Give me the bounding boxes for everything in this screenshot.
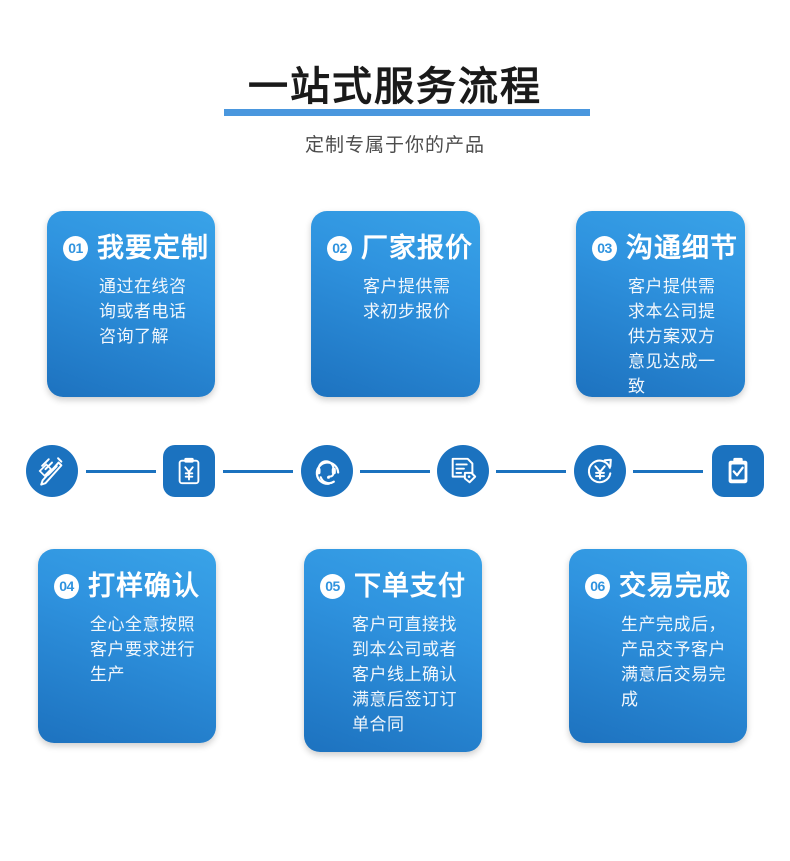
- page-subtitle: 定制专属于你的产品: [304, 135, 485, 156]
- title-underline-bar: [224, 109, 590, 116]
- step-card-06[interactable]: 06 交易完成 生产完成后，产品交予客户满意后交易完成: [569, 549, 747, 743]
- step-title: 打样确认: [88, 571, 200, 601]
- step-body: 全心全意按照客户要求进行生产: [90, 615, 195, 684]
- document-tag-icon[interactable]: [437, 445, 489, 497]
- step-card-header: 04 打样确认: [38, 549, 216, 601]
- step-body: 客户可直接找到本公司或者客户线上确认满意后签订订单合同: [352, 615, 457, 734]
- step-number-badge: 01: [63, 235, 88, 261]
- step-card-header: 05 下单支付: [304, 549, 482, 601]
- connector-line: [223, 470, 293, 473]
- step-title: 下单支付: [354, 571, 466, 601]
- step-title: 沟通细节: [626, 233, 738, 263]
- step-title: 厂家报价: [361, 233, 473, 263]
- connector-line: [633, 470, 703, 473]
- connector-line: [360, 470, 430, 473]
- step-number-badge: 06: [585, 573, 610, 599]
- step-card-02[interactable]: 02 厂家报价 客户提供需求初步报价: [311, 211, 480, 397]
- page-title: 一站式服务流程: [248, 65, 542, 109]
- page-header: 一站式服务流程 定制专属于你的产品: [0, 0, 790, 190]
- step-number-badge: 04: [54, 573, 79, 599]
- clipboard-yuan-icon[interactable]: [163, 445, 215, 497]
- step-body: 客户提供需求初步报价: [363, 277, 451, 321]
- step-card-03[interactable]: 03 沟通细节 客户提供需求本公司提供方案双方意见达成一致: [576, 211, 745, 397]
- step-card-01[interactable]: 01 我要定制 通过在线咨询或者电话咨询了解: [47, 211, 215, 397]
- step-number-badge: 05: [320, 573, 345, 599]
- step-title: 我要定制: [97, 233, 209, 263]
- step-card-header: 02 厂家报价: [311, 211, 480, 263]
- yuan-refresh-icon[interactable]: [574, 445, 626, 497]
- step-card-04[interactable]: 04 打样确认 全心全意按照客户要求进行生产: [38, 549, 216, 743]
- page-title-wrap: 一站式服务流程: [0, 60, 790, 120]
- step-number-badge: 02: [327, 235, 352, 261]
- connector-line: [86, 470, 156, 473]
- step-card-header: 01 我要定制: [47, 211, 215, 263]
- step-card-header: 06 交易完成: [569, 549, 747, 601]
- step-card-05[interactable]: 05 下单支付 客户可直接找到本公司或者客户线上确认满意后签订订单合同: [304, 549, 482, 752]
- step-card-header: 03 沟通细节: [576, 211, 745, 263]
- clipboard-check-icon[interactable]: [712, 445, 764, 497]
- process-icon-strip: [0, 445, 790, 505]
- step-body: 通过在线咨询或者电话咨询了解: [99, 277, 187, 346]
- connector-line: [496, 470, 566, 473]
- step-title: 交易完成: [619, 571, 731, 601]
- step-body: 生产完成后，产品交予客户满意后交易完成: [621, 615, 726, 709]
- step-number-badge: 03: [592, 235, 617, 261]
- design-pen-icon[interactable]: [26, 445, 78, 497]
- headset-support-icon[interactable]: [301, 445, 353, 497]
- step-body: 客户提供需求本公司提供方案双方意见达成一致: [628, 277, 716, 396]
